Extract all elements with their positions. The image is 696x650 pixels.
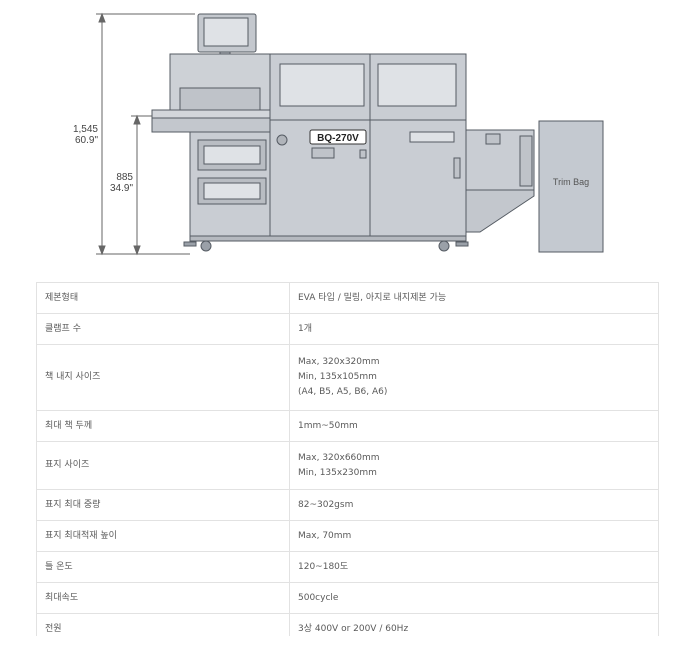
spec-label: 클램프 수 xyxy=(36,313,290,345)
spec-label: 최대속도 xyxy=(36,582,290,614)
spec-label: 표지 최대 중량 xyxy=(36,489,290,521)
spec-row: 표지 최대적재 높이 Max, 70mm xyxy=(36,520,659,552)
spec-value-line: Max, 320x320mm xyxy=(298,357,380,367)
spec-row: 표지 최대 중량 82~302gsm xyxy=(36,489,659,521)
spec-value-line: 82~302gsm xyxy=(298,499,354,510)
dimension-table-mm: 885 xyxy=(116,172,133,183)
spec-row: 틀 온도 120~180도 xyxy=(36,551,659,583)
spec-label: 책 내지 사이즈 xyxy=(36,344,290,411)
dimension-total-in: 60.9" xyxy=(74,135,98,146)
spec-value: 1개 xyxy=(289,313,659,345)
spec-value: 82~302gsm xyxy=(289,489,659,521)
spec-value-line: EVA 타입 / 밀링, 아지로 내지제본 가능 xyxy=(298,292,447,303)
spec-value-line: 500cycle xyxy=(298,592,339,603)
spec-row: 제본형태 EVA 타입 / 밀링, 아지로 내지제본 가능 xyxy=(36,282,659,314)
dimension-total: 1,545 60.9" xyxy=(58,124,98,146)
spec-value-line: Max, 70mm xyxy=(298,530,352,541)
dimension-total-mm: 1,545 xyxy=(72,124,98,135)
dimension-table: 885 34.9" xyxy=(95,172,133,194)
spec-value: 500cycle xyxy=(289,582,659,614)
spec-row: 최대속도 500cycle xyxy=(36,582,659,614)
dimension-lines xyxy=(96,12,195,256)
spec-value-line: 120~180도 xyxy=(298,561,349,572)
spec-row: 최대 책 두께 1mm~50mm xyxy=(36,410,659,442)
spec-value-line: Min, 135x230mm xyxy=(298,467,377,478)
machine-illustration: BQ-270V Trim Bag xyxy=(96,12,604,256)
spec-value: 1mm~50mm xyxy=(289,410,659,442)
spec-value-line: (A4, B5, A5, B6, A6) xyxy=(298,387,388,397)
spec-value-line: 3상 400V or 200V / 60Hz xyxy=(298,623,409,634)
spec-value: Max, 70mm xyxy=(289,520,659,552)
model-label: BQ-270V xyxy=(317,133,359,144)
trim-bag-label: Trim Bag xyxy=(553,177,589,187)
spec-value-line: 1개 xyxy=(298,323,313,334)
spec-label: 제본형태 xyxy=(36,282,290,314)
binder-machine xyxy=(151,13,604,253)
spec-label: 최대 책 두께 xyxy=(36,410,290,442)
dimension-table-in: 34.9" xyxy=(109,183,133,194)
machine-figure: BQ-270V Trim Bag 1,545 60.9" 885 34.9" xyxy=(0,0,696,268)
page-clip xyxy=(0,636,696,650)
spec-label: 표지 최대적재 높이 xyxy=(36,520,290,552)
spec-label: 틀 온도 xyxy=(36,551,290,583)
spec-value-line: Max, 320x660mm xyxy=(298,452,380,463)
spec-row: 클램프 수 1개 xyxy=(36,313,659,345)
spec-value-line: 1mm~50mm xyxy=(298,420,358,431)
spec-value-line: Min, 135x105mm xyxy=(298,372,377,382)
spec-label: 표지 사이즈 xyxy=(36,441,290,490)
spec-value: 120~180도 xyxy=(289,551,659,583)
spec-value: EVA 타입 / 밀링, 아지로 내지제본 가능 xyxy=(289,282,659,314)
